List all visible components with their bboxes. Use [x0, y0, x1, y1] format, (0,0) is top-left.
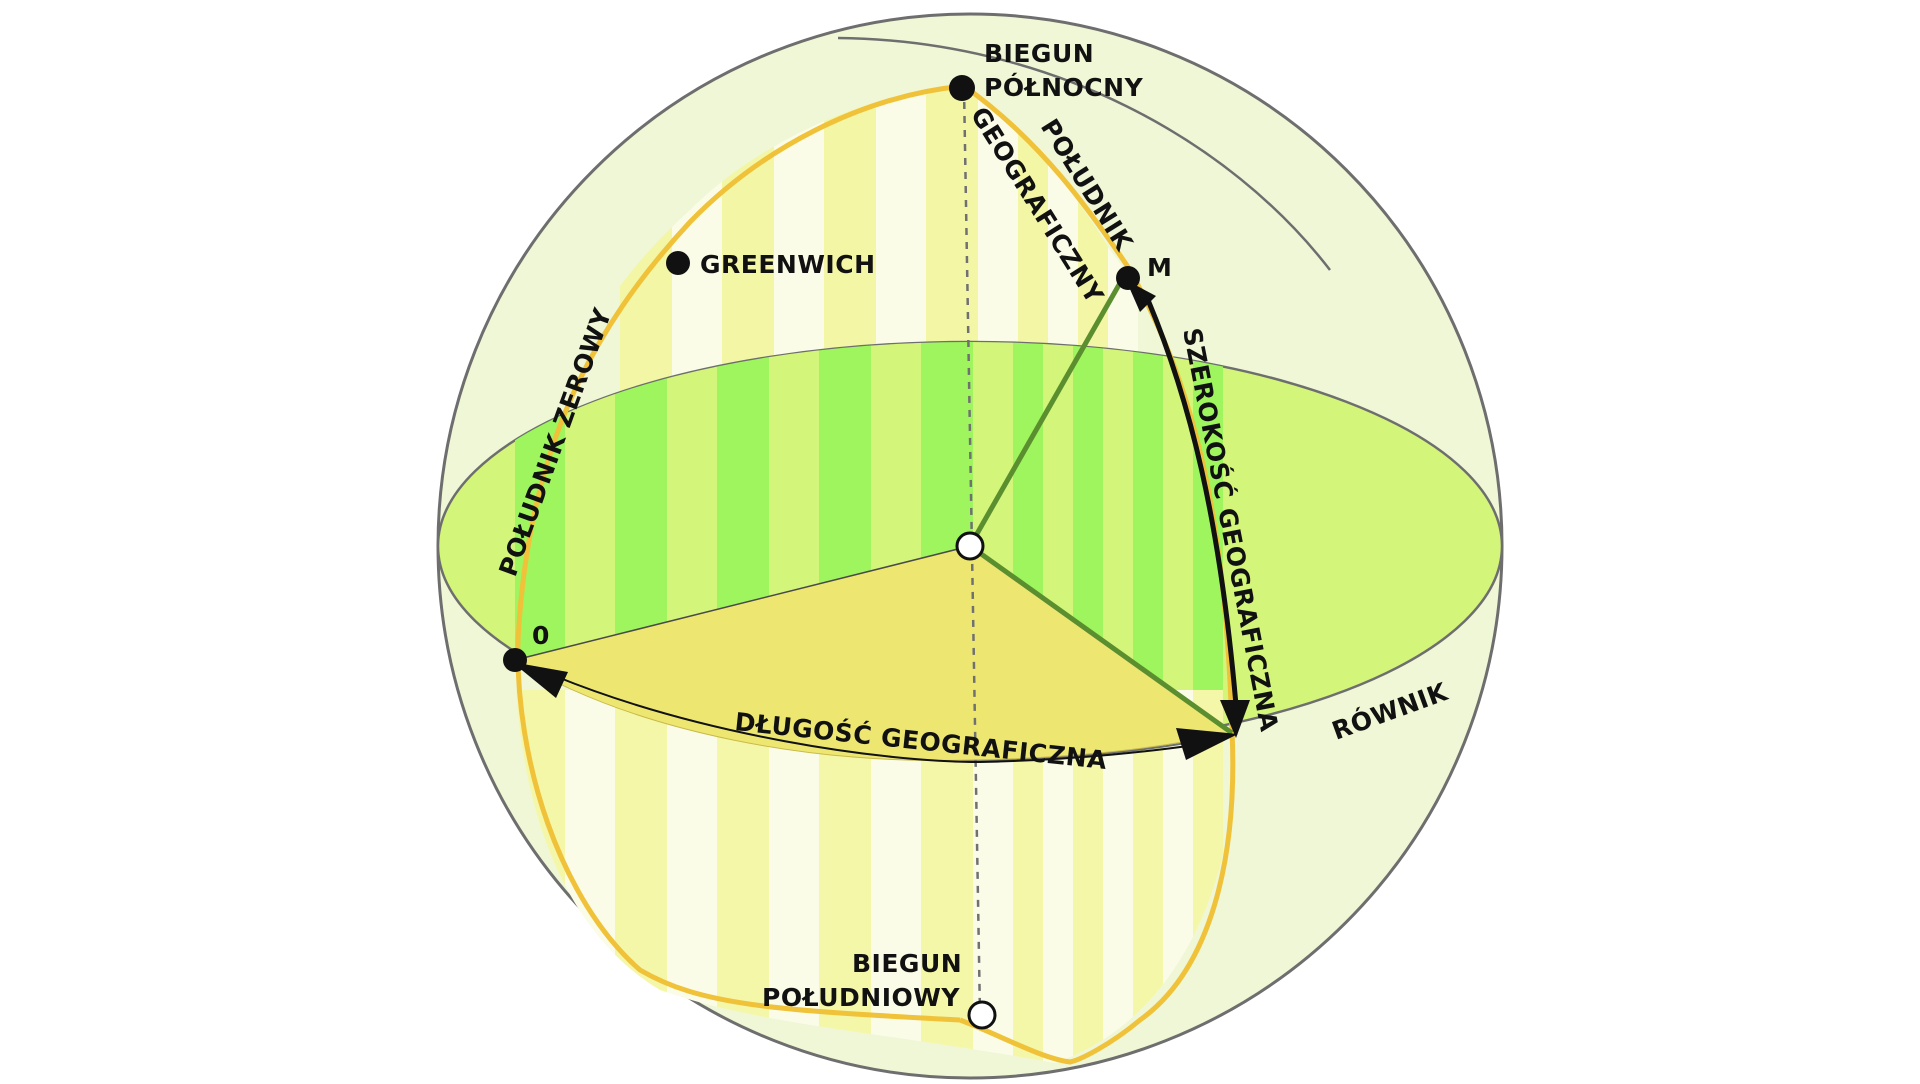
latitude-arrow-bottom: [1220, 700, 1250, 738]
greenwich-label: GREENWICH: [700, 250, 876, 279]
zero-marker: [503, 648, 527, 672]
north-pole-label-2: PÓŁNOCNY: [984, 72, 1144, 102]
radius-to-zero: [514, 545, 971, 661]
equator-stripes: [515, 342, 1223, 690]
local-meridian-curve: [959, 83, 1236, 1065]
latitude-arc: [1145, 299, 1239, 706]
south-pole-label-1: BIEGUN: [852, 949, 962, 978]
zero-label: 0: [532, 621, 550, 650]
longitude-arc: [554, 675, 1196, 764]
north-pole-marker: [949, 75, 975, 101]
center-marker: [955, 531, 985, 561]
south-pole-label-2: POŁUDNIOWY: [762, 983, 960, 1012]
greenwich-marker: [666, 251, 690, 275]
south-pole-marker: [967, 1000, 997, 1030]
point-m-marker: [1116, 266, 1140, 290]
longitude-arrow-right: [1176, 728, 1238, 760]
point-m-label: M: [1147, 253, 1172, 282]
back-meridian: [837, 36, 1331, 271]
longitude-arrow-left: [512, 662, 568, 698]
radius-to-equator: [968, 543, 1234, 736]
north-pole-label-1: BIEGUN: [984, 39, 1094, 68]
prime-meridian-curve: [515, 83, 965, 1023]
radius-to-m: [967, 274, 1127, 548]
